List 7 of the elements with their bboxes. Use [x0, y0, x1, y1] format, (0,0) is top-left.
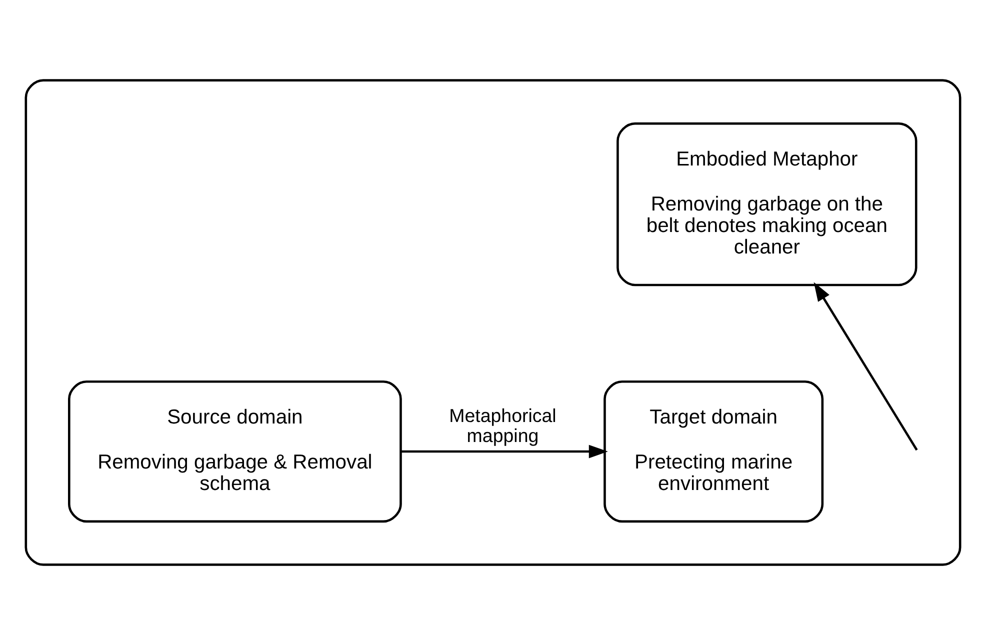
node-box: Target domain Pretecting marine environment — [604, 380, 824, 522]
arrow — [814, 282, 918, 450]
cluster — [24, 78, 962, 566]
node-box: Source domain Removing garbage & Removal schema — [68, 380, 402, 522]
arrow — [401, 444, 608, 458]
node-box: Embodied Metaphor Removing garbage on the belt denotes making ocean cleaner — [616, 122, 918, 286]
edge-label: Metaphorical mapping — [449, 404, 556, 446]
